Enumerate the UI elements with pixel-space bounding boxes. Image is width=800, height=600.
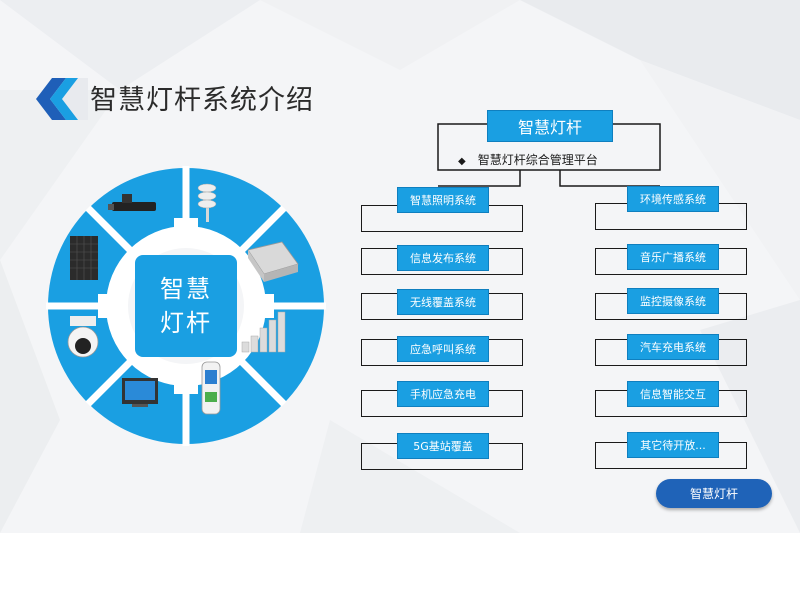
signal-bars-icon bbox=[241, 311, 286, 353]
center-label-box: 智慧 灯杆 bbox=[135, 255, 237, 357]
left-node-3: 无线覆盖系统 bbox=[397, 289, 489, 315]
center-label-line-2: 灯杆 bbox=[160, 309, 212, 337]
right-node-3: 监控摄像系统 bbox=[627, 288, 719, 314]
chevron-left-icon bbox=[36, 78, 88, 120]
touch-screen-icon bbox=[122, 378, 158, 407]
right-node-6: 其它待开放... bbox=[627, 432, 719, 458]
right-node-5: 信息智能交互 bbox=[627, 381, 719, 407]
footer-band bbox=[0, 533, 800, 600]
system-wheel: 智慧 灯杆 bbox=[46, 166, 326, 446]
charging-pile-icon bbox=[201, 361, 221, 415]
left-node-2: 信息发布系统 bbox=[397, 245, 489, 271]
weather-station-icon bbox=[197, 183, 217, 222]
dome-camera-icon bbox=[67, 316, 99, 358]
smart-pole-button[interactable]: 智慧灯杆 bbox=[656, 479, 772, 508]
left-node-5: 手机应急充电 bbox=[397, 381, 489, 407]
left-node-1: 智慧照明系统 bbox=[397, 187, 489, 213]
left-node-6: 5G基站覆盖 bbox=[397, 433, 489, 459]
led-display-icon bbox=[70, 236, 98, 280]
platform-text: 智慧灯杆综合管理平台 bbox=[477, 153, 598, 167]
street-light-fixture-icon bbox=[108, 194, 156, 211]
diamond-bullet-icon: ◆ bbox=[458, 156, 466, 167]
page-title: 智慧灯杆系统介绍 bbox=[90, 85, 314, 116]
left-node-4: 应急呼叫系统 bbox=[397, 336, 489, 362]
right-node-1: 环境传感系统 bbox=[627, 186, 719, 212]
right-node-2: 音乐广播系统 bbox=[627, 244, 719, 270]
right-node-4: 汽车充电系统 bbox=[627, 334, 719, 360]
root-node: 智慧灯杆 bbox=[487, 110, 613, 142]
gateway-box-icon bbox=[247, 241, 299, 282]
center-label-line-1: 智慧 bbox=[160, 275, 212, 303]
platform-item: ◆ 智慧灯杆综合管理平台 bbox=[458, 151, 598, 168]
